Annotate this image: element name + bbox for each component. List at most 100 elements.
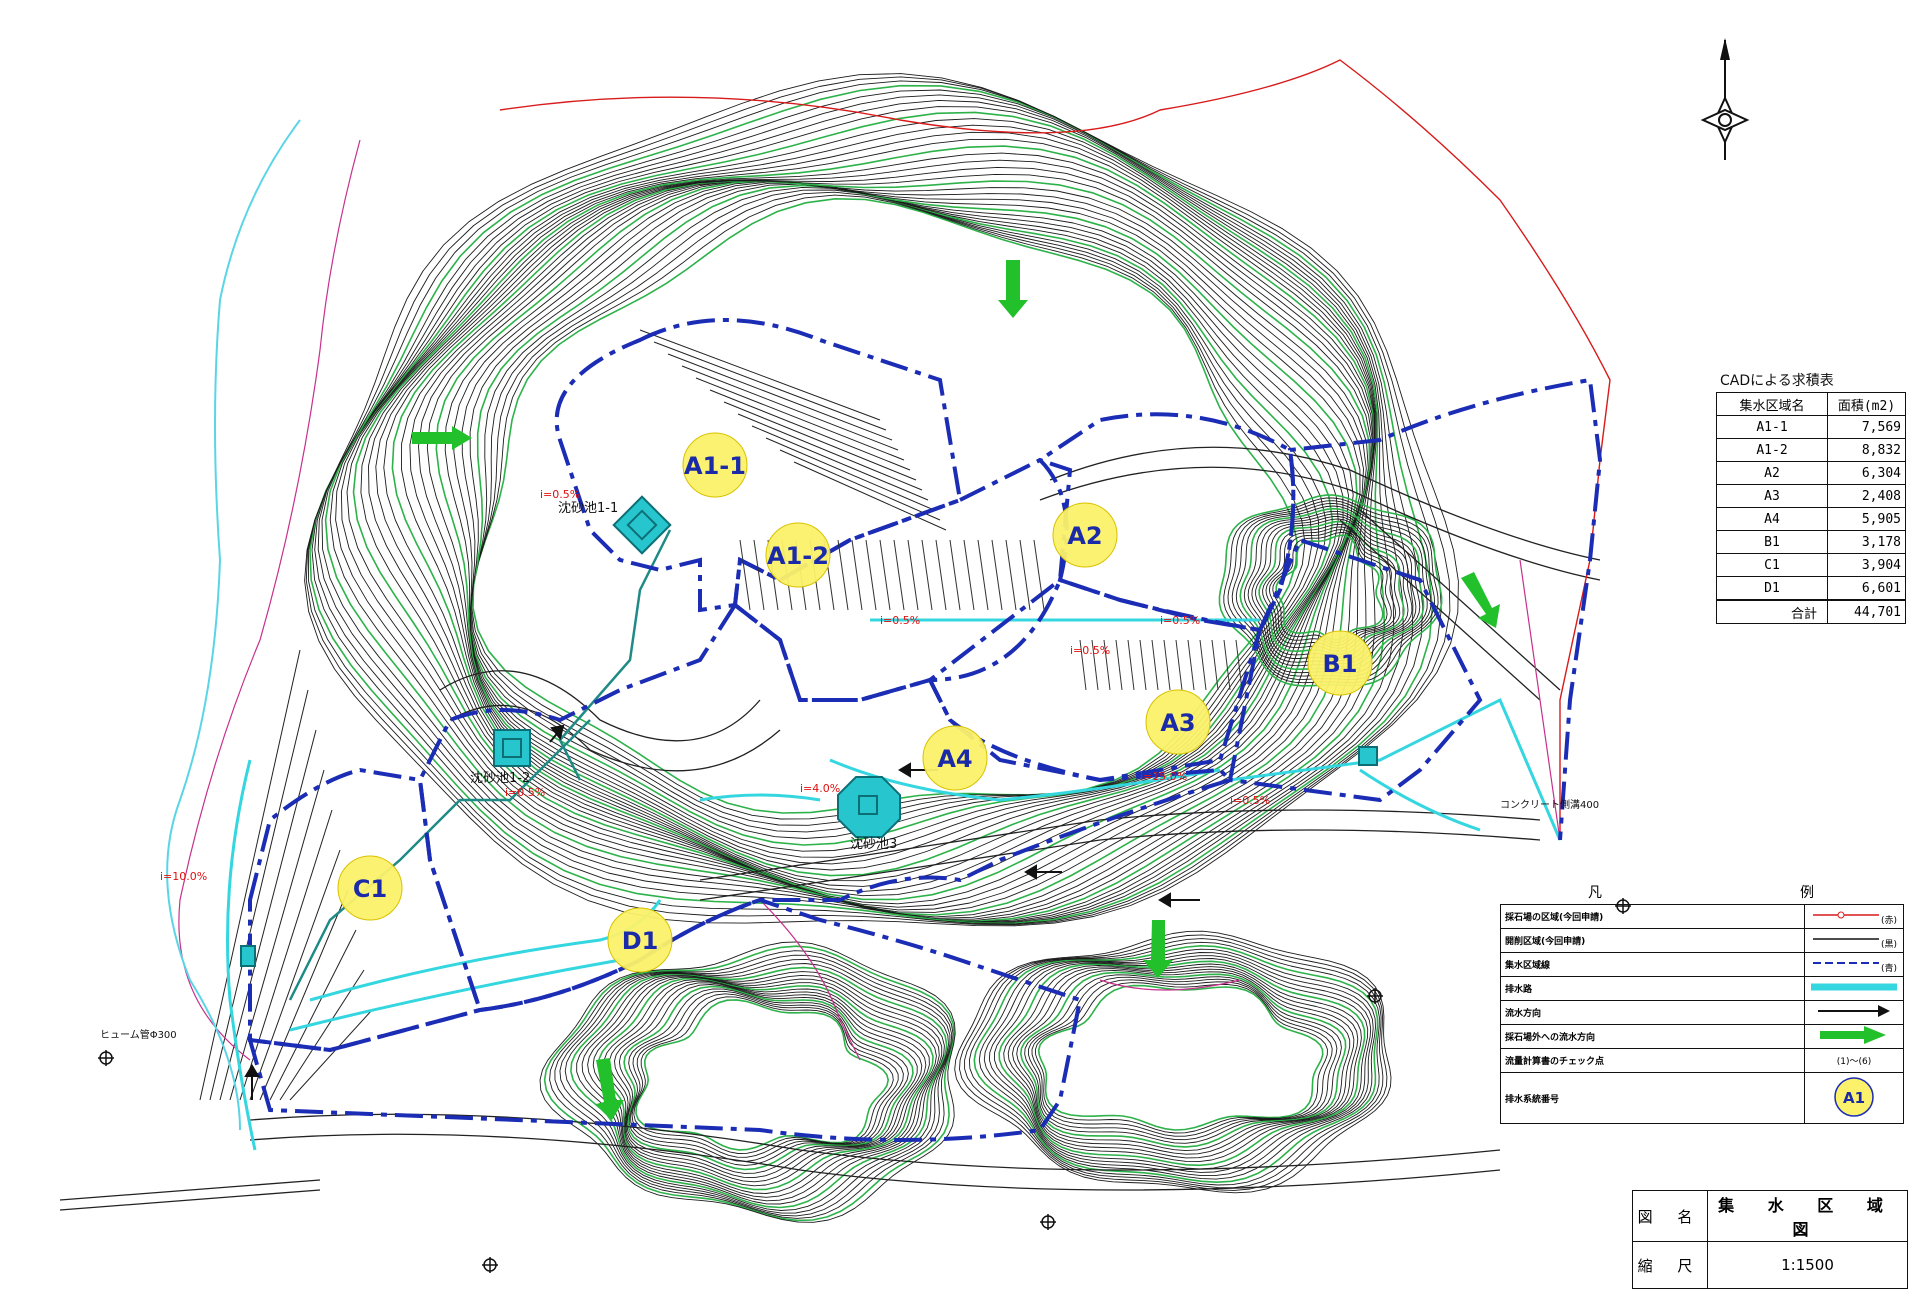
contour-line [628,988,909,1166]
contour-line [346,138,1375,918]
legend-item: 採石場外への流水方向 [1500,1024,1904,1049]
contour-line [618,984,918,1174]
hatch-line [837,539,849,611]
legend-item: 排水路 [1500,976,1904,1001]
contour-line [631,993,899,1158]
red-boundary-line-icon [1812,911,1879,919]
bench-line [695,377,905,461]
contour-line [614,982,923,1179]
area-table-header-name: 集水区域名 [1716,392,1828,416]
legend-item: 集水区域線 (青) [1500,952,1904,977]
zone-name-cell: A3 [1716,484,1828,508]
hatch-line [1151,639,1159,691]
contour-line [1268,529,1392,646]
contour-line [1231,502,1432,677]
contour-line [988,955,1372,1173]
zone-name-cell: D1 [1716,576,1828,601]
hatch-line [879,539,891,611]
contour-line [576,971,945,1205]
bench-line [229,769,325,1101]
bench-line [667,353,893,441]
scale-row: 縮 尺 1:1500 [1632,1241,1908,1289]
contour-line [1275,534,1384,641]
bench-line [289,1009,373,1101]
zone-area-cell: 7,569 [1827,415,1906,439]
concrete-channel-label: コンクリート側溝400 [1500,798,1599,811]
hatch-line [1127,639,1135,691]
hatch-line [1235,639,1243,691]
slope-label: i=0.5% [1160,614,1200,627]
contour-line [1218,494,1443,687]
zone-name-cell: A1-1 [1716,415,1828,439]
contour-line [1007,966,1359,1159]
hatch-line [1033,539,1045,611]
site-boundary-line-2 [178,139,361,1061]
contour-line [1239,507,1425,671]
slope-label: i=0.5% [1070,644,1110,657]
survey-point-icon [98,1050,114,1066]
legend-label: 流量計算書のチェック点 [1500,1048,1805,1073]
legend-label: 排水系統番号 [1500,1072,1805,1124]
legend-label: 開削区域(今回申請) [1500,928,1805,953]
hatch-line [1103,639,1111,691]
bench-line [639,329,881,421]
zone-marker-sample-text: A1 [1843,1089,1865,1107]
legend-symbol-green-arrow [1804,1024,1904,1049]
total-value-cell: 44,701 [1827,599,1906,624]
zone-area-cell: 6,304 [1827,461,1906,485]
legend-note: (青) [1880,964,1898,974]
contour-line [314,94,1414,924]
sedimentation-pond-small-1 [1358,746,1378,766]
pond-label-3: 沈砂池3 [850,837,897,852]
hatch-line [935,539,947,611]
zone-marker-a1-2: A1-2 [765,522,831,588]
contour-line [383,173,1372,905]
total-label-cell: 合計 [1716,599,1828,624]
bench-line [279,969,365,1101]
contour-line [375,166,1373,908]
contour-line [623,985,914,1171]
slope-label: i=0.5% [880,614,920,627]
contour-line [409,180,1367,892]
zone-label: A3 [1160,709,1195,737]
legend-label: 採石場の区域(今回申請) [1500,904,1805,929]
outflow-arrow-icon [1461,572,1500,628]
zone-label: A1-1 [684,452,746,480]
contour-line [592,976,937,1194]
legend-symbol-zone-marker: A1 [1804,1072,1904,1124]
area-table-header-area: 面積(m2) [1827,392,1906,416]
structure-labels: 沈砂池1-1 沈砂池1-2 沈砂池3 コンクリート側溝400 ヒューム管Φ300 [100,501,1599,1041]
contour-line [1223,497,1439,684]
legend-item: 流量計算書のチェック点 (1)～(6) [1500,1048,1904,1073]
hatch-line [1139,639,1147,691]
legend-title-right: 例 [1800,885,1814,901]
drawing-name-value: 集 水 区 域 図 [1707,1190,1908,1242]
bench-line [259,889,349,1101]
site-boundary-line [499,59,1611,840]
zone-area-cell: 8,832 [1827,438,1906,462]
contour-line [630,990,904,1162]
contour-line [559,958,951,1214]
hatch-line [977,539,989,611]
bench-line [709,389,911,471]
contour-line [1027,976,1338,1141]
bench-line [269,929,357,1101]
bench-line [653,341,887,431]
legend-note: (1)～(6) [1804,1048,1904,1073]
legend-symbol-flow-arrow [1804,1000,1904,1025]
contour-line [983,952,1374,1177]
sedimentation-ponds [240,495,1378,967]
contour-line [340,131,1376,919]
hatch-line [865,539,877,611]
zone-marker-a2: A2 [1052,502,1118,568]
blue-dashed-line-icon [1812,962,1879,964]
hatch-line [1199,639,1207,691]
contour-line [461,182,1344,858]
contour-line [964,938,1384,1189]
contour-line [543,945,955,1222]
